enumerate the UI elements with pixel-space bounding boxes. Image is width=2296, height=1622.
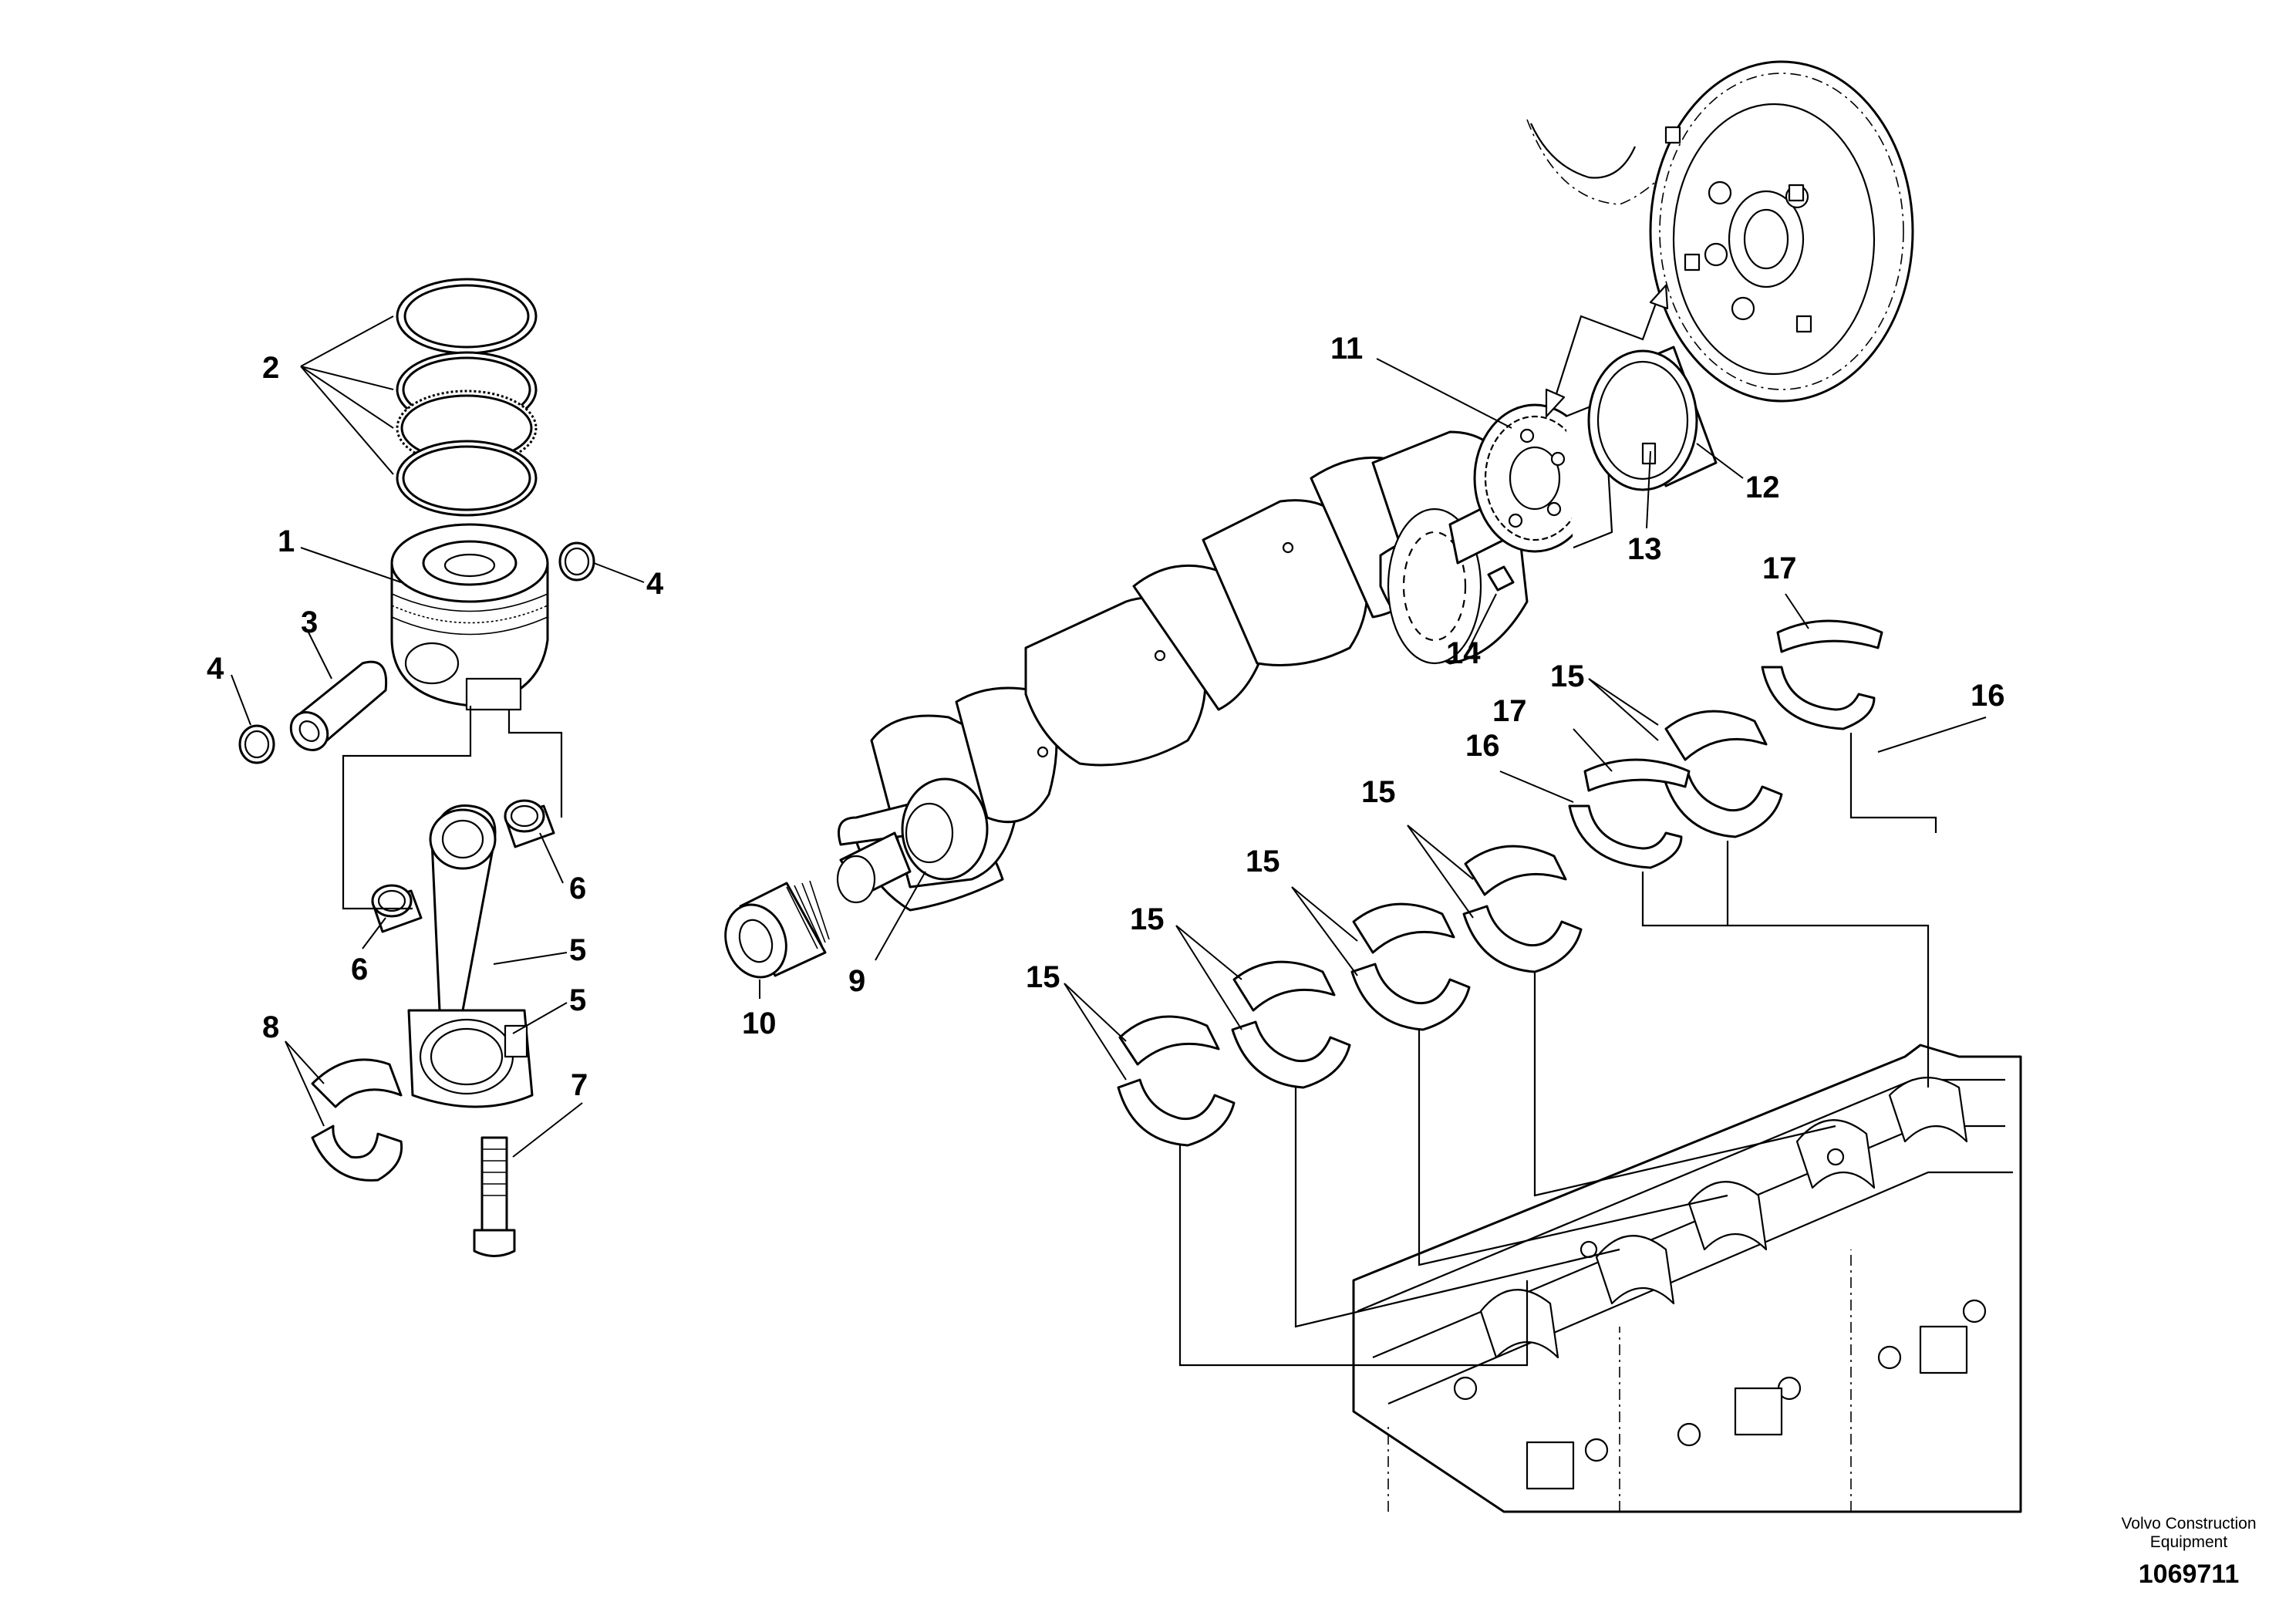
flywheel-gear (1526, 60, 1914, 403)
callout-14: 14 (1446, 636, 1481, 670)
piston (390, 523, 549, 711)
pilot-bearing (724, 880, 830, 979)
callout-1: 1 (278, 524, 295, 558)
bearing-assembly-lines (1178, 733, 1937, 1367)
snap-ring-right (558, 541, 595, 582)
woodruff-key (1487, 565, 1515, 592)
callout-16-left: 16 (1465, 729, 1500, 763)
connecting-rod (407, 804, 534, 1108)
assembly-line-piston (342, 706, 472, 910)
conrod-bolt (473, 1136, 516, 1257)
callout-13: 13 (1627, 532, 1662, 566)
callout-9: 9 (848, 964, 865, 998)
callout-10: 10 (742, 1007, 777, 1040)
callout-16-right: 16 (1971, 679, 2005, 713)
bushing-upper (504, 799, 555, 848)
callout-6-lower: 6 (351, 953, 368, 986)
arrow-head-1 (1545, 388, 1566, 418)
thrust-washers (1568, 619, 1883, 869)
engine-block (1352, 1044, 2022, 1513)
piston-rings (396, 278, 538, 517)
callout-3: 3 (301, 605, 318, 639)
callout-6-upper: 6 (569, 872, 586, 905)
callout-17-upper: 17 (1762, 551, 1797, 585)
bushing-lower (371, 884, 423, 933)
callout-2: 2 (262, 351, 279, 385)
drawing-number: 1069711 (2139, 1560, 2240, 1589)
conrod-bearing-shells (311, 1058, 403, 1182)
callout-17-lower: 17 (1492, 694, 1527, 728)
brand-line-2: Equipment (2150, 1533, 2228, 1551)
callout-labels: 2 1 4 3 4 6 6 5 5 8 7 9 10 11 12 13 14 1… (207, 332, 2005, 1102)
callout-15-c: 15 (1246, 845, 1280, 878)
brand-line-1: Volvo Construction (2121, 1515, 2256, 1533)
callout-15-b: 15 (1361, 775, 1396, 809)
callout-11: 11 (1330, 332, 1363, 366)
callout-4-right: 4 (646, 567, 664, 601)
arrow-head-2 (1649, 284, 1669, 310)
assembly-line-piston-2 (507, 710, 563, 818)
callout-8: 8 (262, 1010, 279, 1044)
gear-hub (1587, 346, 1718, 491)
crankshaft (836, 430, 1529, 912)
piston-pin (289, 660, 388, 751)
snap-ring-left (238, 724, 275, 764)
callout-12: 12 (1745, 470, 1780, 504)
main-bearing-shells (1117, 710, 1783, 1147)
callout-15-a: 15 (1550, 659, 1585, 693)
gear-mesh-indicator (1553, 296, 1660, 402)
callout-15-d: 15 (1130, 902, 1165, 936)
callout-4-left: 4 (207, 652, 224, 686)
callout-7: 7 (571, 1068, 588, 1102)
leader-lines (231, 315, 1987, 1158)
footer-brand: Volvo Construction Equipment 1069711 (2121, 1515, 2256, 1589)
callout-15-e: 15 (1026, 960, 1060, 994)
crank-gear (1473, 400, 1613, 553)
callout-5-upper: 5 (569, 933, 586, 967)
callout-5-lower: 5 (569, 983, 586, 1017)
